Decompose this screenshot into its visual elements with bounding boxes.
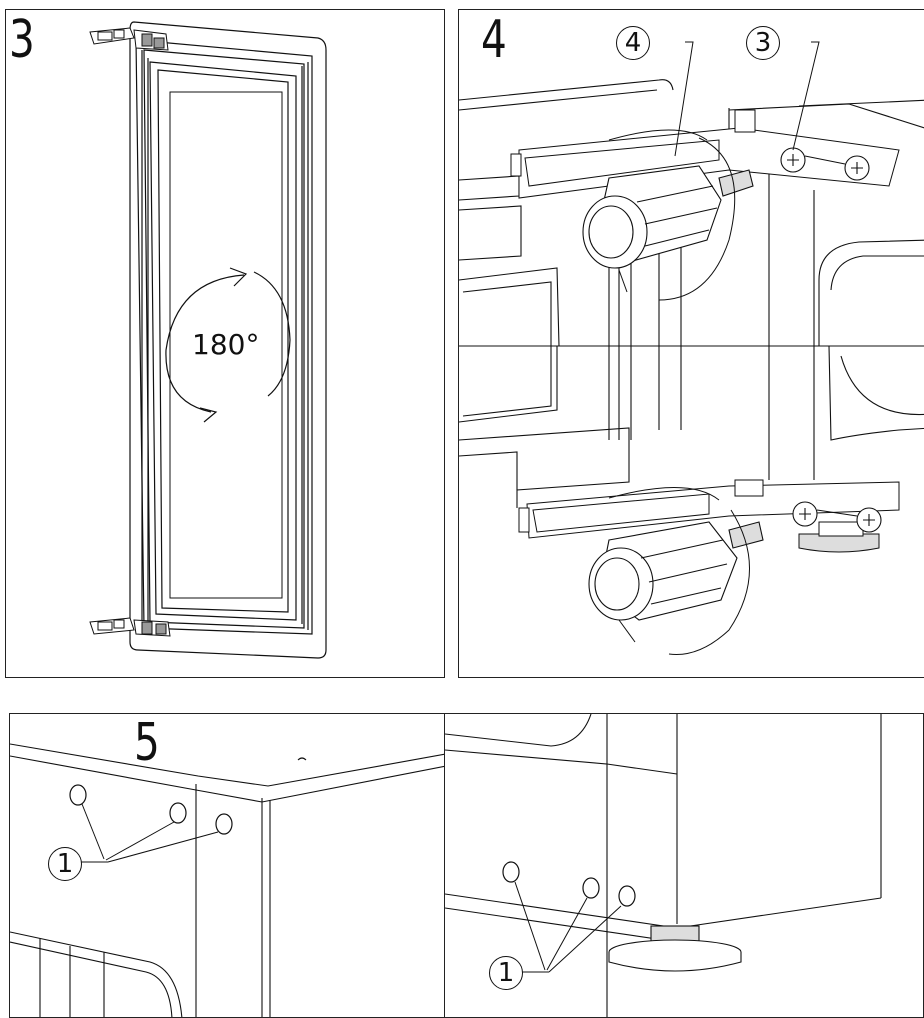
step-3-number: 3	[9, 10, 35, 70]
step-3-panel: 3	[5, 9, 445, 678]
step-5-left-panel: 5 1	[9, 713, 445, 1018]
rotation-arrow-icon	[608, 129, 736, 301]
bottom-hinge-icon	[518, 479, 900, 539]
plug-hole-icon	[69, 784, 233, 835]
rotation-arrow-icon	[165, 267, 291, 423]
callout-1-right: 1	[489, 956, 523, 990]
plug-holes-top-illustration	[10, 743, 444, 1017]
bottom-hinge-icon	[89, 617, 171, 637]
rotation-angle-label: 180°	[192, 328, 260, 361]
callout-1-left: 1	[48, 847, 82, 881]
top-hinge-icon	[89, 27, 169, 51]
screwdriver-icon	[582, 165, 754, 269]
door-illustration	[89, 21, 327, 659]
plug-holes-bottom-illustration	[445, 714, 882, 1017]
screw-icon	[780, 147, 870, 181]
callout-3: 3	[746, 26, 780, 60]
leveling-foot-icon	[798, 521, 880, 553]
step-5-number: 5	[134, 713, 160, 773]
screw-icon	[792, 501, 882, 533]
screwdriver-icon	[588, 521, 764, 621]
callout-4: 4	[616, 26, 650, 60]
hinge-removal-illustration	[459, 41, 924, 655]
plug-hole-icon	[502, 861, 636, 907]
step-4-panel: 4	[458, 9, 924, 678]
step-4-number: 4	[481, 10, 507, 70]
rotation-arrow-icon	[608, 487, 750, 655]
step-5-right-panel: 1	[444, 713, 924, 1018]
leveling-foot-icon	[608, 925, 742, 972]
